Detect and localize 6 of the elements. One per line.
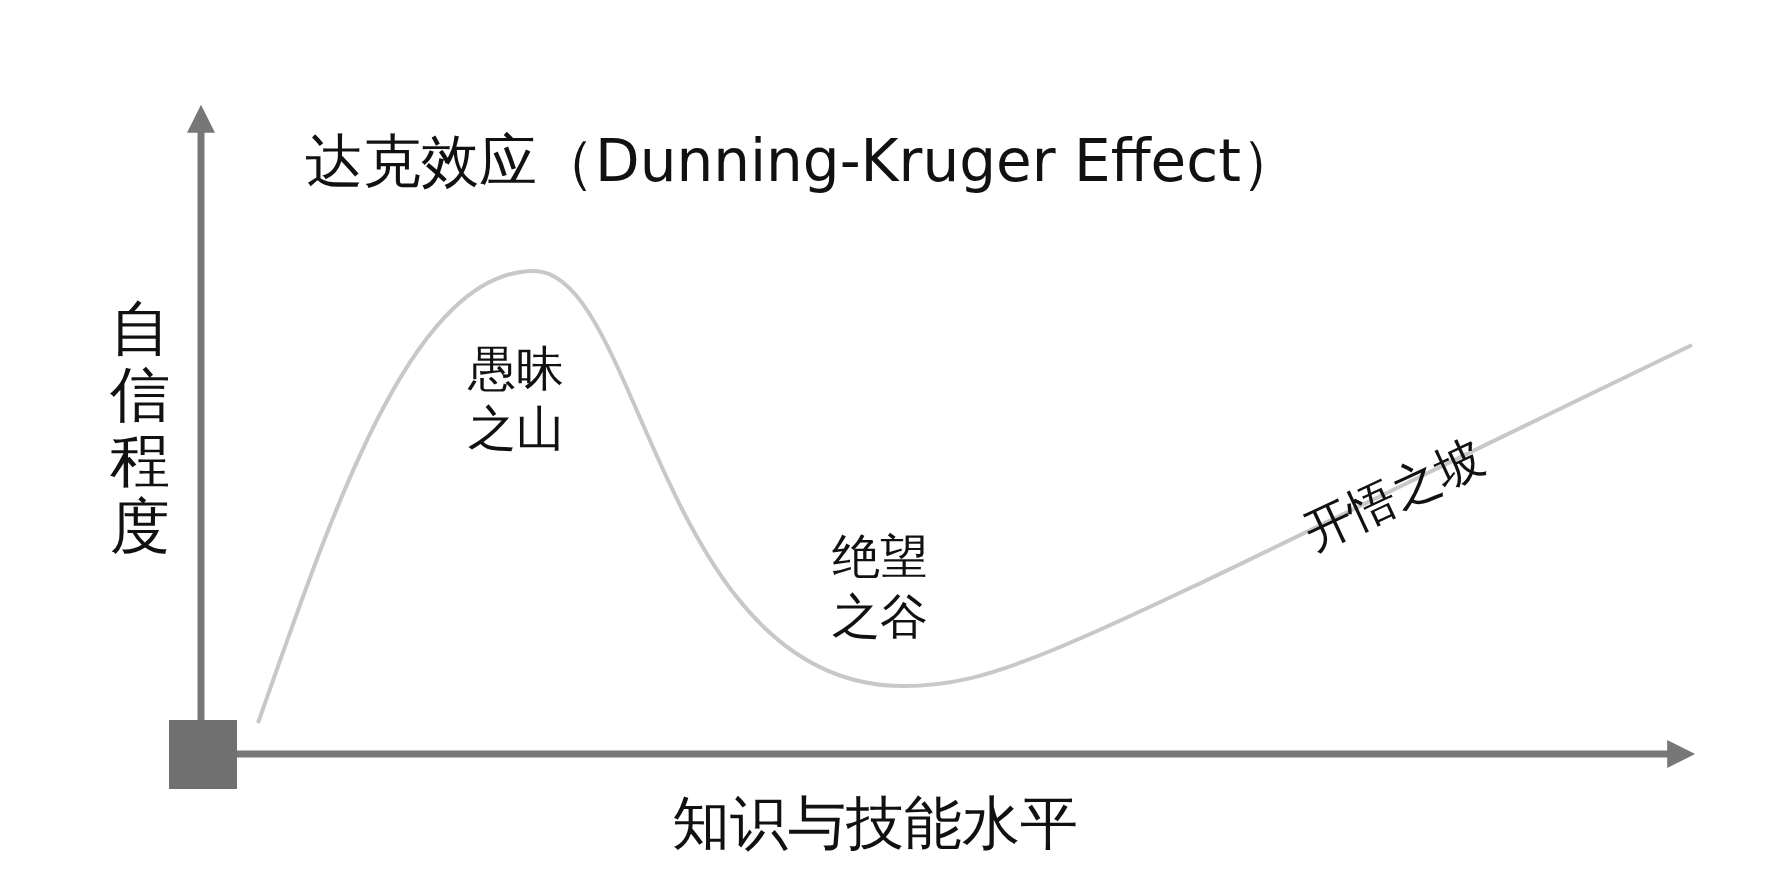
axis-label: 知识与技能水平 (672, 790, 1078, 857)
axis-label: 自信程度 (110, 295, 171, 559)
curve-label: 愚昧之山 (468, 339, 565, 458)
curve-label: 绝望之谷 (832, 527, 929, 646)
curve-label: 开悟之坡 (1295, 428, 1493, 560)
chart-title: 达克效应（Dunning-Kruger Effect） (305, 128, 1299, 195)
